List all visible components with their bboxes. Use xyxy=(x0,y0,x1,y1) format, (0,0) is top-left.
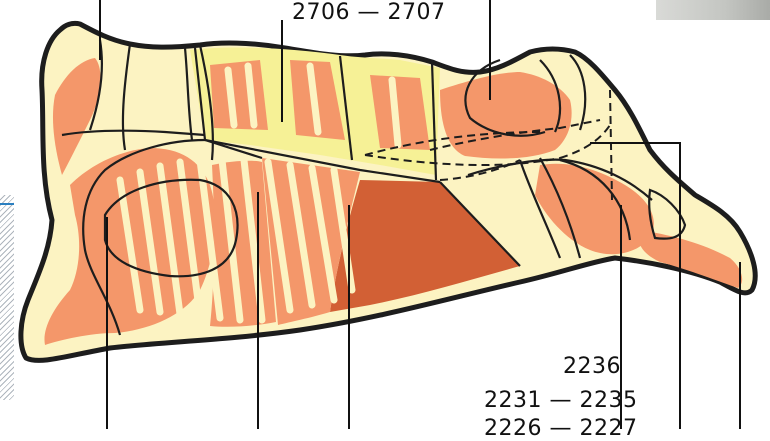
label-code-2236: 2236 xyxy=(563,354,621,379)
carcass-drawing xyxy=(0,0,770,429)
label-top-codes: 2706 — 2707 xyxy=(292,0,445,25)
carcass-cut-diagram: 2706 — 2707 2236 2231 — 2235 2226 — 2227 xyxy=(0,0,770,429)
label-codes-2231-2235: 2231 — 2235 xyxy=(484,388,637,413)
